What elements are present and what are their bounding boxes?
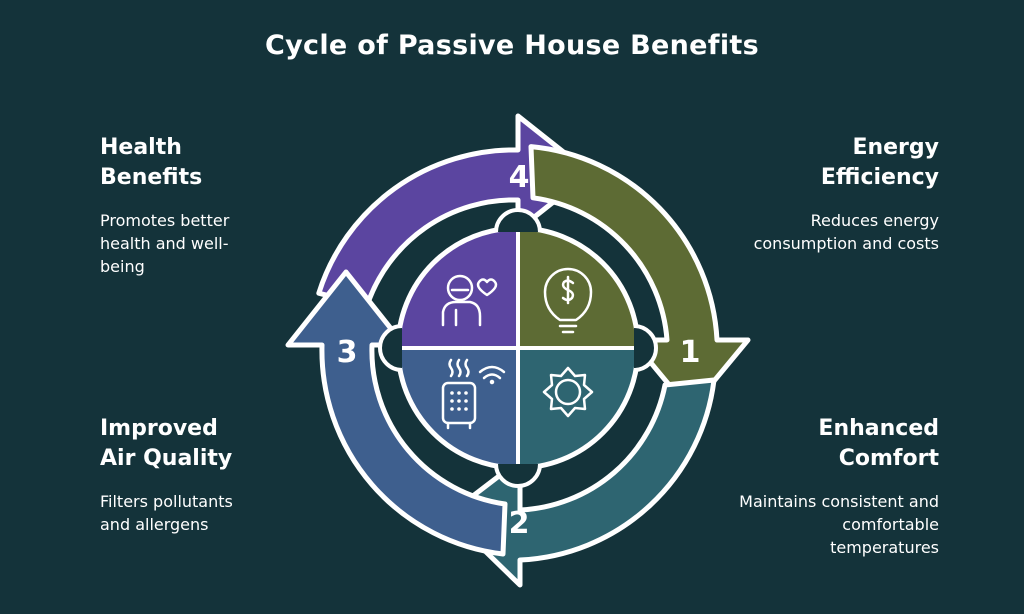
notch-bottom xyxy=(494,463,542,488)
quadrant-step-1 xyxy=(518,228,638,348)
step-improved-air-quality: Improved Air Quality Filters pollutants … xyxy=(100,414,300,536)
diagram-title: Cycle of Passive House Benefits xyxy=(265,30,759,61)
quadrant-step-4 xyxy=(398,228,518,348)
step-description: Filters pollutants and allergens xyxy=(100,492,233,534)
person-heart-icon xyxy=(441,274,498,327)
heading-line1: Enhanced xyxy=(818,416,939,441)
step-description: Reduces energy consumption and costs xyxy=(753,211,939,253)
heading-line1: Energy xyxy=(852,135,939,160)
notch-left xyxy=(378,324,403,372)
step-health-benefits: Health Benefits Promotes better health a… xyxy=(100,133,300,278)
step-description: Maintains consistent and comfortable tem… xyxy=(739,492,939,557)
notch-top xyxy=(494,208,542,233)
money-lightbulb-icon xyxy=(543,267,593,334)
step-heading: Improved Air Quality xyxy=(100,414,300,474)
heading-line2: Air Quality xyxy=(100,446,233,471)
step-enhanced-comfort: Enhanced Comfort Maintains consistent an… xyxy=(729,414,939,559)
arc-step-2 xyxy=(445,377,717,588)
step-energy-efficiency: Energy Efficiency Reduces energy consump… xyxy=(729,133,939,255)
arc-step-3 xyxy=(285,269,508,557)
step-number-2: 2 xyxy=(509,506,530,541)
arc-step-1 xyxy=(528,144,751,413)
step-number-4: 4 xyxy=(509,160,530,195)
step-heading: Energy Efficiency xyxy=(729,133,939,193)
step-description: Promotes better health and well-being xyxy=(100,211,230,276)
heading-line2: Efficiency xyxy=(820,165,939,190)
step-heading: Health Benefits xyxy=(100,133,300,193)
air-purifier-wifi-icon xyxy=(441,358,506,430)
heading-line2: Comfort xyxy=(838,446,939,471)
arc-step-4 xyxy=(316,113,593,309)
sun-icon xyxy=(542,366,594,418)
notch-right xyxy=(633,324,658,372)
step-number-1: 1 xyxy=(680,335,701,370)
heading-line1: Health xyxy=(100,135,182,160)
heading-line2: Benefits xyxy=(100,165,203,190)
inner-disk xyxy=(395,225,641,471)
step-heading: Enhanced Comfort xyxy=(729,414,939,474)
heading-line1: Improved xyxy=(100,416,218,441)
step-number-3: 3 xyxy=(337,335,358,370)
